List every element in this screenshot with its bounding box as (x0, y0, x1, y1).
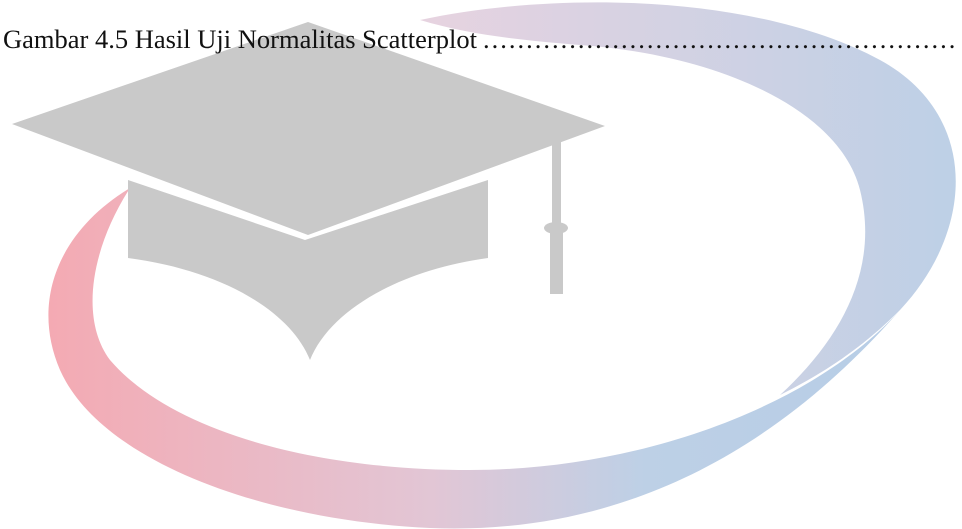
toc-entry-figure-4-5[interactable]: Gambar 4.5 Hasil Uji Normalitas Scatterp… (3, 24, 958, 64)
toc-entry-title: Gambar 4.5 Hasil Uji Normalitas Scatterp… (3, 24, 477, 54)
swoosh-top-arm (420, 2, 956, 395)
graduation-cap-icon (12, 22, 605, 360)
swoosh-bottom-arc (48, 188, 901, 529)
toc-dot-leader: ........................................… (482, 24, 958, 54)
